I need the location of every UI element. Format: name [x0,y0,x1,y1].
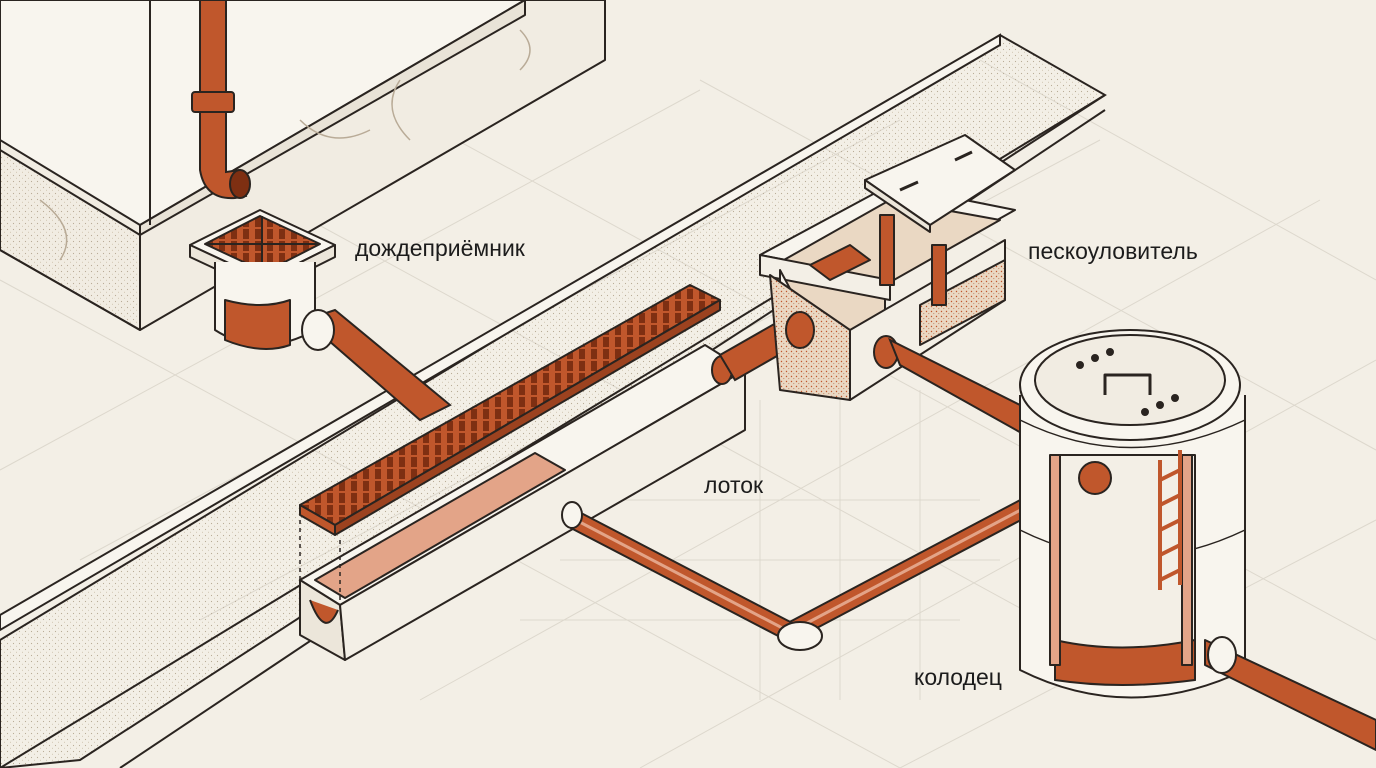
trough [299,284,746,661]
trough-label: лоток [704,472,764,498]
bypass-pipe [561,495,1040,651]
sand-trap [759,134,1016,401]
well-label: колодец [914,664,1002,690]
downpipe [191,0,251,200]
well [1019,329,1376,751]
sand-trap-label: пескоуловитель [1028,238,1198,264]
pipe-inlet [301,308,452,422]
rain-inlet [189,209,336,350]
rain-inlet-label: дождеприёмник [355,235,525,261]
